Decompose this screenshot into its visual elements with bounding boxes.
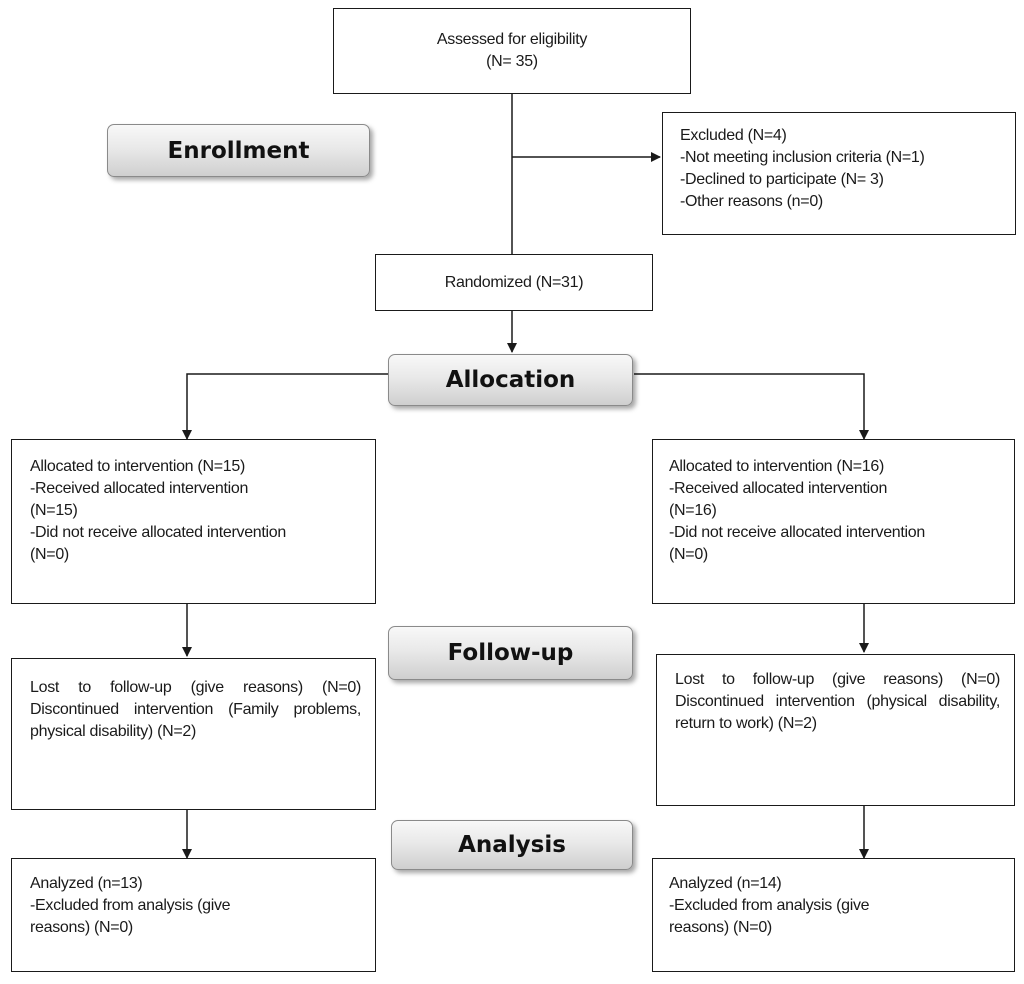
randomized-label: Randomized (N=31): [444, 274, 584, 291]
assessed-label: Assessed for eligibility: [436, 31, 588, 48]
assessed-count: (N= 35): [486, 53, 538, 70]
excluded-title: Excluded (N=4): [680, 127, 787, 144]
right-analysis-box: Analyzed (n=14) -Excluded from analysis …: [652, 858, 1015, 972]
excluded-item: -Other reasons (n=0): [680, 193, 823, 210]
left-analysis-box: Analyzed (n=13) -Excluded from analysis …: [11, 858, 376, 972]
right-analysis-line: -Excluded from analysis (give: [669, 897, 870, 914]
left-allocation-box: Allocated to intervention (N=15) -Receiv…: [11, 439, 376, 604]
right-allocation-box: Allocated to intervention (N=16) -Receiv…: [652, 439, 1015, 604]
left-allocation-line: (N=15): [30, 502, 78, 519]
left-analysis-line: Analyzed (n=13): [30, 875, 143, 892]
left-allocation-line: -Received allocated intervention: [30, 480, 249, 497]
right-analysis-line: Analyzed (n=14): [669, 875, 782, 892]
excluded-item: -Not meeting inclusion criteria (N=1): [680, 149, 925, 166]
right-allocation-line: (N=16): [669, 502, 717, 519]
assessed-box: Assessed for eligibility (N= 35): [333, 8, 691, 94]
excluded-item: -Declined to participate (N= 3): [680, 171, 884, 188]
randomized-box: Randomized (N=31): [375, 254, 653, 311]
left-follow-up-text: Lost to follow-up (give reasons) (N=0) D…: [30, 679, 361, 740]
connector-allocation-right: [634, 373, 869, 440]
stage-label-analysis: Analysis: [391, 820, 633, 870]
right-allocation-line: Allocated to intervention (N=16): [669, 458, 884, 475]
left-allocation-line: (N=0): [30, 546, 69, 563]
stage-label-enrollment: Enrollment: [107, 124, 370, 177]
right-analysis-line: reasons) (N=0): [669, 919, 772, 936]
excluded-box: Excluded (N=4) -Not meeting inclusion cr…: [662, 112, 1016, 235]
right-allocation-line: -Did not receive allocated intervention: [669, 524, 926, 541]
right-allocation-line: (N=0): [669, 546, 708, 563]
connector-allocation-left: [182, 373, 390, 440]
right-follow-up-box: Lost to follow-up (give reasons) (N=0) D…: [656, 654, 1015, 806]
left-analysis-line: -Excluded from analysis (give: [30, 897, 231, 914]
stage-label-allocation: Allocation: [388, 354, 633, 406]
left-allocation-line: -Did not receive allocated intervention: [30, 524, 287, 541]
right-follow-up-text: Lost to follow-up (give reasons) (N=0) D…: [675, 671, 1000, 732]
left-follow-up-box: Lost to follow-up (give reasons) (N=0) D…: [11, 658, 376, 810]
left-analysis-line: reasons) (N=0): [30, 919, 133, 936]
left-allocation-line: Allocated to intervention (N=15): [30, 458, 245, 475]
stage-label-follow-up: Follow-up: [388, 626, 633, 680]
right-allocation-line: -Received allocated intervention: [669, 480, 888, 497]
